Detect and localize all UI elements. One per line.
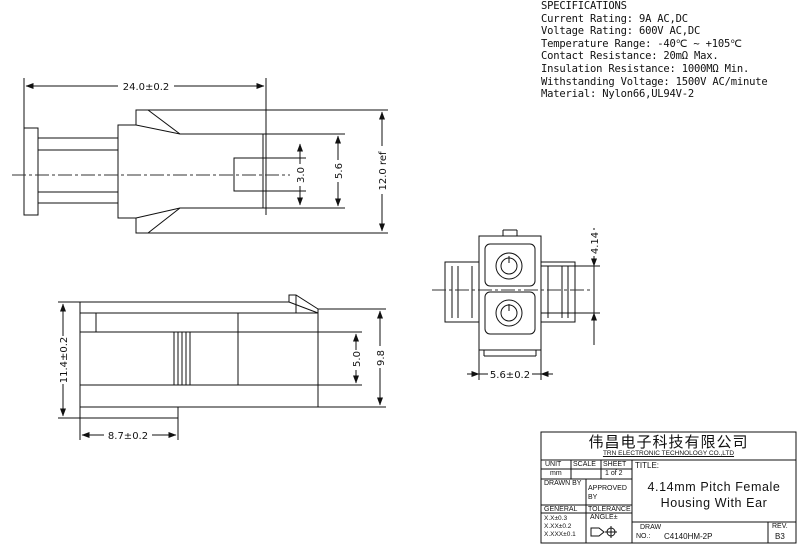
- sheet-value: 1 of 2: [605, 470, 623, 477]
- dim-slot-label: 3.0: [296, 167, 307, 183]
- tolerance-label: TOLERANCE: [588, 506, 631, 513]
- dim-outer-height-label: 9.8: [376, 350, 387, 366]
- unit-value: mm: [550, 470, 562, 477]
- spec-withstanding-voltage: Withstanding Voltage: 1500V AC/minute: [541, 75, 768, 88]
- title-block-frame: [540, 431, 797, 544]
- contact-cavity-top: [495, 252, 523, 280]
- company-name-cn: 伟昌电子科技有限公司: [588, 433, 749, 451]
- top-view-outline: [23, 109, 264, 234]
- latch-slot: [233, 157, 264, 192]
- spec-voltage-rating: Voltage Rating: 600V AC,DC: [541, 25, 701, 38]
- specifications-block: SPECIFICATIONS Current Rating: 9A AC,DC …: [541, 0, 768, 101]
- side-view: [58, 294, 386, 440]
- angle-label: ANGLE±: [590, 514, 618, 521]
- title-label: TITLE:: [635, 461, 660, 470]
- dim-width-label: 5.6±0.2: [490, 370, 530, 381]
- rev-label: REV.: [772, 523, 788, 530]
- dim-pitch-label: 4.14: [590, 232, 601, 254]
- drawing-no-label: NO.:: [636, 533, 651, 540]
- rev-value: B3: [775, 532, 785, 541]
- dim-depth-label: 8.7±0.2: [108, 431, 148, 442]
- tolerance-1: X.X±0.3: [544, 515, 568, 522]
- dim-overall-label: 12.0 ref: [378, 151, 389, 190]
- tolerance-2: X.XX±0.2: [544, 523, 572, 530]
- approved-by-label: APPROVED BY: [588, 485, 627, 501]
- spec-temperature-range: Temperature Range: -40℃ ~ +105℃: [541, 37, 742, 50]
- dim-height-label: 11.4±0.2: [59, 337, 70, 384]
- spec-insulation-resistance: Insulation Resistance: 1000MΩ Min.: [541, 62, 750, 75]
- specifications-heading: SPECIFICATIONS: [541, 0, 627, 12]
- sheet-label: SHEET: [603, 461, 627, 468]
- dim-inner-width-label: 5.6: [334, 163, 345, 179]
- scale-label: SCALE: [573, 461, 596, 468]
- draw-label: DRAW: [640, 524, 662, 531]
- spec-current-rating: Current Rating: 9A AC,DC: [541, 12, 688, 25]
- contact-cavity-bottom: [495, 299, 523, 327]
- drawing-title-line1: 4.14mm Pitch Female: [647, 480, 781, 494]
- dim-cavity-label: 5.0: [352, 351, 363, 367]
- general-label: GENERAL: [544, 506, 578, 513]
- top-view: [12, 78, 388, 234]
- unit-label: UNIT: [545, 461, 562, 468]
- spec-contact-resistance: Contact Resistance: 20mΩ Max.: [541, 50, 719, 63]
- drawn-by-label: DRAWN BY: [544, 480, 582, 487]
- front-view: [432, 228, 600, 380]
- tolerance-3: X.XXX±0.1: [544, 531, 576, 538]
- spec-material: Material: Nylon66,UL94V-2: [541, 88, 695, 101]
- drawing-number: C4140HM-2P: [664, 532, 713, 541]
- dim-length-label: 24.0±0.2: [123, 82, 170, 93]
- company-name-en: TRN ELECTRONIC TECHNOLOGY CO.,LTD: [602, 450, 735, 457]
- drawing-title-line2: Housing With Ear: [660, 496, 768, 510]
- side-view-outline: [79, 294, 319, 419]
